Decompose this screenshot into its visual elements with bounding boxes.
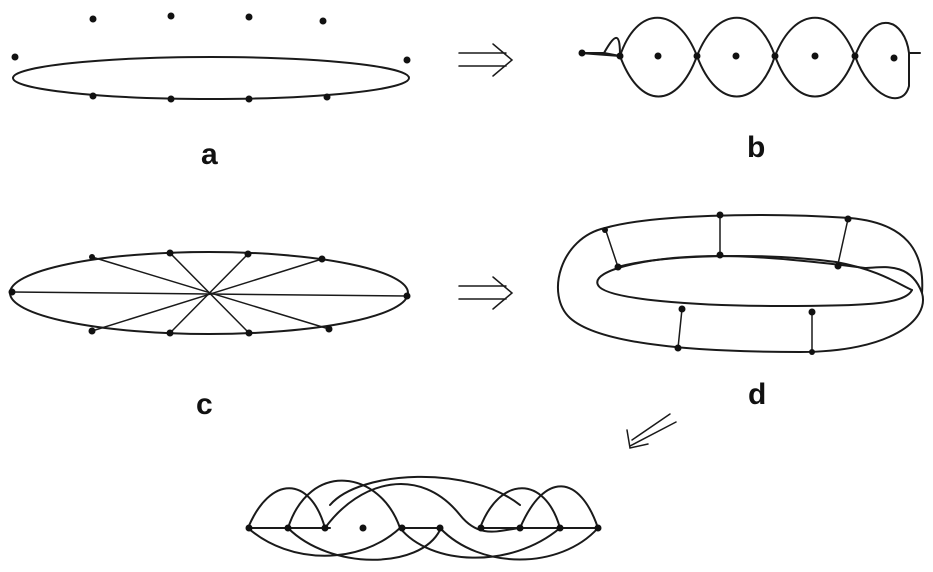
panel-d-points — [602, 211, 852, 355]
panel-d-outer-band — [556, 227, 924, 353]
point — [436, 524, 444, 532]
panel-a: a — [11, 12, 411, 171]
point — [319, 17, 327, 25]
point — [594, 524, 602, 532]
panel-c-label: c — [196, 388, 213, 421]
point — [167, 95, 175, 103]
panel-a-ellipse — [12, 56, 410, 100]
point — [323, 93, 331, 101]
point — [693, 52, 701, 60]
point — [732, 52, 740, 60]
point — [89, 15, 97, 23]
point — [8, 288, 16, 296]
point — [771, 52, 779, 60]
panel-d-label: d — [748, 378, 766, 411]
double-down-left-arrow-icon — [626, 413, 677, 449]
panel-d-rungs — [604, 214, 849, 353]
point — [834, 262, 842, 270]
panel-d-inner-curve — [617, 254, 913, 291]
panel-b-points — [578, 49, 898, 62]
panel-a-points — [11, 12, 411, 103]
point — [398, 524, 406, 532]
point — [716, 211, 724, 219]
point — [318, 255, 326, 263]
point — [556, 524, 564, 532]
point — [516, 524, 524, 532]
point — [284, 524, 292, 532]
panel-e-upper-arcs — [247, 475, 599, 533]
point — [245, 95, 253, 103]
point — [403, 56, 411, 64]
panel-b-label: b — [747, 131, 765, 164]
panel-d: d — [556, 211, 924, 411]
point — [811, 52, 819, 60]
point — [89, 92, 97, 100]
point — [403, 292, 411, 300]
point — [88, 327, 96, 335]
point — [844, 215, 852, 223]
point — [245, 524, 253, 532]
point — [851, 52, 859, 60]
point — [321, 524, 329, 532]
point — [245, 329, 253, 337]
point — [654, 52, 662, 60]
point — [890, 54, 898, 62]
point — [716, 251, 724, 259]
panel-b-upper-wave — [579, 16, 910, 57]
point — [809, 349, 815, 355]
panel-e-lower-arcs — [247, 527, 599, 561]
panel-e — [245, 475, 602, 561]
point — [359, 524, 367, 532]
point — [578, 49, 586, 57]
panel-d-top-band — [604, 214, 924, 294]
point — [89, 254, 95, 260]
point — [11, 53, 19, 61]
panel-a-label: a — [201, 138, 218, 171]
panel-c-diagonals — [11, 252, 408, 334]
double-right-arrow-icon — [458, 43, 514, 77]
point — [166, 329, 174, 337]
point — [808, 308, 816, 316]
panel-e-points — [245, 524, 602, 532]
point — [477, 524, 485, 532]
point — [602, 227, 608, 233]
panel-b-left-stub — [579, 52, 621, 57]
point — [614, 263, 622, 271]
point — [244, 250, 252, 258]
point — [245, 13, 253, 21]
point — [167, 12, 175, 20]
panel-b: b — [578, 16, 921, 164]
panel-b-lower-wave — [603, 37, 921, 100]
panel-c-points — [8, 249, 411, 337]
panel-c: c — [8, 249, 411, 421]
point — [674, 344, 682, 352]
point — [678, 305, 686, 313]
point — [166, 249, 174, 257]
double-right-arrow-icon — [458, 276, 514, 310]
point — [616, 52, 624, 60]
point — [325, 325, 333, 333]
